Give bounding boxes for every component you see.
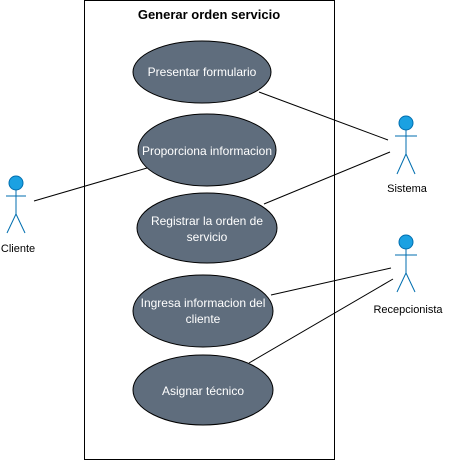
use-case-label: Presentar formulario [148,65,257,79]
use-case-label: Registrar la orden de [151,214,263,228]
use-case-label: Proporciona informacion [142,144,272,158]
use-case-ingresa-informacion[interactable]: Ingresa informacion del cliente [132,274,274,348]
system-title: Generar orden servicio [138,7,280,22]
use-case-asignar-tecnico[interactable]: Asignar técnico [132,354,274,426]
use-case-label: Ingresa informacion del [141,296,266,310]
use-case-presentar-formulario[interactable]: Presentar formulario [132,40,272,104]
use-case-registrar-orden[interactable]: Registrar la orden de servicio [136,192,278,264]
actor-label-cliente: Cliente [1,243,35,255]
association-line [263,151,391,205]
use-case-label: Asignar técnico [162,384,244,398]
actor-recepcionista[interactable] [395,234,417,293]
actor-label-recepcionista: Recepcionista [373,304,443,316]
actor-head-icon [398,115,414,131]
use-case-label: cliente [186,312,221,326]
use-case-proporciona-informacion[interactable]: Proporciona informacion [137,113,277,187]
association-line [33,167,148,202]
association-line [248,278,394,364]
association-line [270,267,392,296]
association-line [258,91,389,141]
actor-cliente[interactable] [6,175,26,234]
actor-head-icon [398,234,414,250]
actor-head-icon [8,175,24,191]
actor-label-sistema: Sistema [387,183,428,195]
use-case-label: servicio [187,230,228,244]
actor-sistema[interactable] [395,115,417,175]
